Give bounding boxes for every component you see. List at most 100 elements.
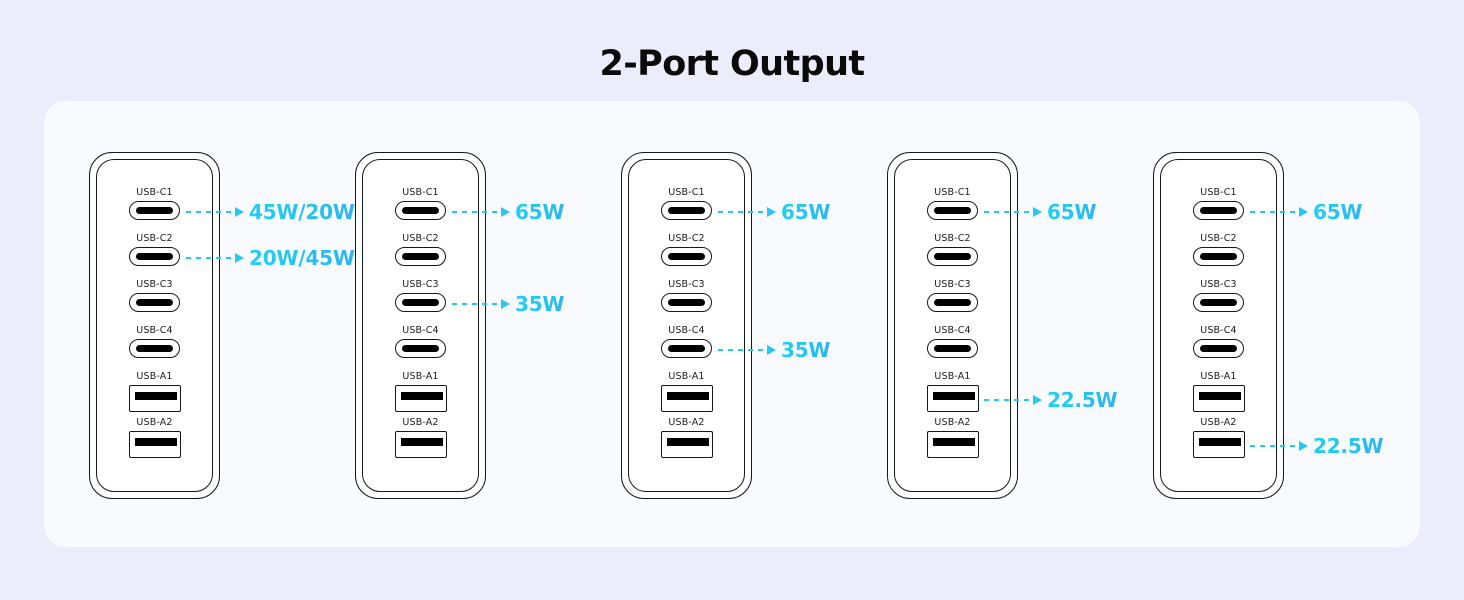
usb-a-port-icon [660,431,713,458]
port-a2[interactable]: USB-A2 [887,417,1018,458]
port-c3[interactable]: USB-C3 [355,279,486,312]
port-body [89,201,220,220]
usb-c-port-icon [395,339,446,358]
usb-c-contact-bar [1200,207,1237,214]
port-c2[interactable]: USB-C2 [89,233,220,266]
usb-c-contact-bar [1200,299,1237,306]
port-label: USB-C3 [1200,279,1237,290]
port-c2[interactable]: USB-C2 [1153,233,1284,266]
port-body [621,431,752,458]
port-label: USB-A1 [1200,371,1237,382]
port-body [355,339,486,358]
usb-c-contact-bar [136,253,173,260]
usb-c-contact-bar [934,299,971,306]
usb-c-port-icon [661,247,712,266]
port-label: USB-C2 [402,233,439,244]
usb-c-port-icon [661,293,712,312]
port-a1[interactable]: USB-A1 [355,371,486,412]
usb-a-contact-bar [1198,438,1241,446]
usb-c-contact-bar [668,207,705,214]
port-c3[interactable]: USB-C3 [1153,279,1284,312]
port-c2[interactable]: USB-C2 [887,233,1018,266]
port-body [887,339,1018,358]
port-a2[interactable]: USB-A2 [89,417,220,458]
port-body [1153,293,1284,312]
usb-a-port-icon [394,431,447,458]
port-c1[interactable]: USB-C1 [89,187,220,220]
port-a1[interactable]: USB-A1 [1153,371,1284,412]
port-c4[interactable]: USB-C4 [89,325,220,358]
usb-c-port-icon [129,293,180,312]
port-a1[interactable]: USB-A1 [621,371,752,412]
page-title: 2-Port Output [599,44,865,84]
usb-c-port-icon [1193,247,1244,266]
port-c3[interactable]: USB-C3 [887,279,1018,312]
port-label: USB-C4 [934,325,971,336]
port-a1[interactable]: USB-A1 [89,371,220,412]
port-body [621,385,752,412]
port-c4[interactable]: USB-C4 [887,325,1018,358]
usb-a-contact-bar [400,392,443,400]
usb-c-contact-bar [1200,253,1237,260]
usb-c-port-icon [1193,293,1244,312]
usb-c-contact-bar [402,253,439,260]
port-body [621,201,752,220]
charger-device-5: USB-C165WUSB-C2USB-C3USB-C4USB-A1USB-A22… [1153,152,1384,499]
port-label: USB-C1 [402,187,439,198]
port-label: USB-C4 [136,325,173,336]
usb-a-port-icon [128,385,181,412]
usb-c-contact-bar [934,207,971,214]
port-c2[interactable]: USB-C2 [355,233,486,266]
port-c3[interactable]: USB-C3 [89,279,220,312]
usb-a-contact-bar [1198,392,1241,400]
port-c2[interactable]: USB-C2 [621,233,752,266]
usb-a-contact-bar [666,438,709,446]
port-label: USB-C1 [1200,187,1237,198]
usb-c-port-icon [661,201,712,220]
usb-c-port-icon [927,201,978,220]
port-label: USB-C4 [402,325,439,336]
port-c4[interactable]: USB-C4 [621,325,752,358]
port-label: USB-A2 [402,417,439,428]
usb-c-port-icon [129,201,180,220]
port-body [1153,431,1284,458]
charger-device-1: USB-C145W/20WUSB-C220W/45WUSB-C3USB-C4US… [89,152,355,499]
port-label: USB-C2 [1200,233,1237,244]
port-c4[interactable]: USB-C4 [355,325,486,358]
usb-c-port-icon [395,247,446,266]
port-a2[interactable]: USB-A2 [1153,417,1284,458]
port-c4[interactable]: USB-C4 [1153,325,1284,358]
usb-a-port-icon [1192,385,1245,412]
port-c1[interactable]: USB-C1 [887,187,1018,220]
port-body [89,431,220,458]
port-label: USB-C3 [934,279,971,290]
port-body [887,293,1018,312]
charger-device-3: USB-C165WUSB-C2USB-C3USB-C435WUSB-A1USB-… [621,152,830,499]
usb-a-port-icon [926,431,979,458]
usb-c-contact-bar [136,299,173,306]
port-c1[interactable]: USB-C1 [355,187,486,220]
port-c1[interactable]: USB-C1 [1153,187,1284,220]
usb-c-port-icon [395,201,446,220]
usb-c-contact-bar [934,345,971,352]
port-a2[interactable]: USB-A2 [621,417,752,458]
port-c3[interactable]: USB-C3 [621,279,752,312]
port-body [355,385,486,412]
port-body [1153,339,1284,358]
usb-c-contact-bar [136,345,173,352]
port-a2[interactable]: USB-A2 [355,417,486,458]
port-label: USB-C4 [1200,325,1237,336]
port-c1[interactable]: USB-C1 [621,187,752,220]
port-body [1153,385,1284,412]
port-label: USB-A2 [668,417,705,428]
port-label: USB-C2 [136,233,173,244]
usb-a-contact-bar [932,392,975,400]
usb-a-contact-bar [134,438,177,446]
port-body [621,293,752,312]
usb-c-contact-bar [934,253,971,260]
port-label: USB-A1 [934,371,971,382]
usb-c-port-icon [1193,201,1244,220]
port-body [887,201,1018,220]
port-a1[interactable]: USB-A1 [887,371,1018,412]
